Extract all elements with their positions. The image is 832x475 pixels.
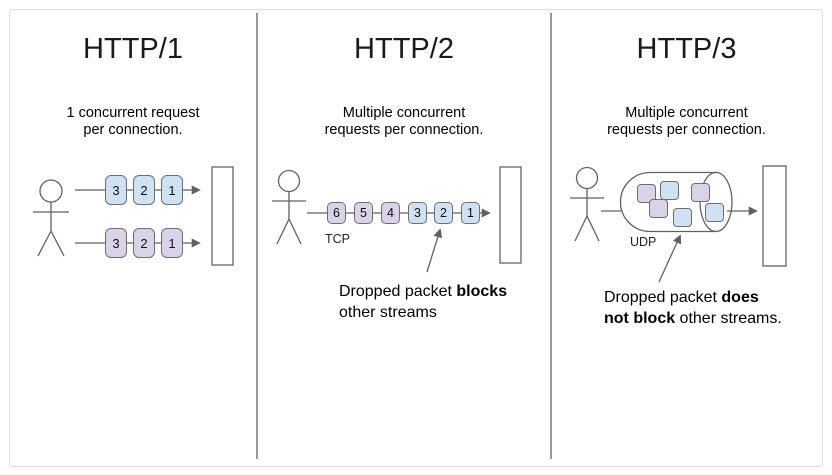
http1-stream1-packet: 1 (161, 175, 183, 205)
http1-stream1-packet: 3 (105, 175, 127, 205)
http3-server-box (762, 165, 787, 267)
http2-packet: 1 (461, 202, 480, 224)
http1-client-figure-icon (33, 179, 69, 257)
udp-label: UDP (630, 235, 657, 249)
http3-packet (660, 181, 679, 200)
panel-divider-1 (256, 13, 258, 459)
annotation-line: Dropped packet blocks (339, 281, 539, 302)
packet-label: 1 (168, 235, 176, 251)
panel-http3-title: HTTP/3 (636, 33, 737, 65)
outer-frame (9, 9, 823, 467)
http3-packet (691, 183, 710, 202)
panel-http1: HTTP/1 1 concurrent request per connecti… (10, 0, 256, 475)
http1-stream1-packet: 2 (133, 175, 155, 205)
packet-label: 3 (414, 206, 421, 220)
http2-packet: 2 (434, 202, 453, 224)
http1-stream2-packet: 3 (105, 228, 127, 258)
annotation-bold-text: blocks (456, 283, 508, 300)
panel-http1-title: HTTP/1 (83, 33, 183, 65)
packet-label: 1 (168, 182, 176, 198)
http3-packet (673, 208, 692, 227)
annotation-text: other streams. (675, 310, 782, 327)
packet-label: 2 (140, 235, 148, 251)
packet-label: 1 (467, 206, 474, 220)
panel-http3-subtitle: Multiple concurrent requests per connect… (607, 105, 766, 138)
http2-dropped-packet-pointer-arrow (426, 228, 443, 273)
panel-http2: HTTP/2 Multiple concurrent requests per … (258, 0, 550, 475)
packet-label: 3 (112, 182, 120, 198)
panel-http1-subtitle: 1 concurrent request per connection. (66, 105, 200, 138)
udp-tunnel-cylinder (619, 171, 733, 233)
packet-label: 4 (387, 206, 394, 220)
http2-packet: 3 (408, 202, 427, 224)
annotation-bold-text: not block (604, 310, 676, 327)
packet-label: 2 (140, 182, 148, 198)
annotation-line: Dropped packet does (604, 287, 824, 308)
http1-stream2-packet: 1 (161, 228, 183, 258)
http3-dropped-packet-pointer-arrow (658, 234, 682, 283)
packet-label: 5 (360, 206, 367, 220)
http3-packet (637, 184, 656, 203)
http2-packet: 5 (354, 202, 373, 224)
panel-http2-subtitle: Multiple concurrent requests per connect… (324, 105, 484, 138)
panel-http2-title: HTTP/2 (354, 33, 454, 65)
http2-server-box (499, 166, 522, 264)
packet-label: 3 (112, 235, 120, 251)
annotation-line: not block other streams. (604, 308, 824, 329)
http2-packet: 4 (381, 202, 400, 224)
http1-stream2-packet: 2 (133, 228, 155, 258)
packet-label: 2 (440, 206, 447, 220)
http3-annotation: Dropped packet does not block other stre… (604, 287, 824, 329)
annotation-bold-text: does (721, 289, 759, 306)
tcp-label: TCP (325, 232, 350, 246)
http2-packet: 6 (327, 202, 346, 224)
http3-packet (705, 203, 724, 222)
annotation-text: Dropped packet (604, 289, 722, 306)
http1-server-box (211, 166, 234, 266)
annotation-line: other streams (339, 302, 539, 323)
http2-client-figure-icon (272, 169, 306, 245)
http2-annotation: Dropped packet blocks other streams (339, 281, 539, 323)
annotation-text: other streams (339, 304, 437, 321)
http3-client-figure-icon (570, 166, 604, 242)
annotation-text: Dropped packet (339, 283, 457, 300)
http3-packet (649, 199, 668, 218)
panel-divider-2 (550, 13, 552, 459)
packet-label: 6 (333, 206, 340, 220)
panel-http3: HTTP/3 Multiple concurrent requests per … (551, 0, 822, 475)
